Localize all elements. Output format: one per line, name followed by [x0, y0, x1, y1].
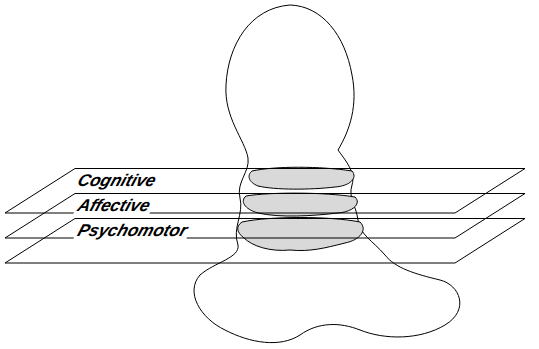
cognitive-section	[249, 167, 354, 189]
psychomotor-section	[238, 218, 363, 251]
blob-outline	[194, 5, 460, 343]
plane-edge	[5, 219, 525, 264]
plane-label: Psychomotor	[73, 222, 191, 240]
plane-label: Affective	[73, 197, 154, 215]
plane-label: Cognitive	[73, 172, 160, 190]
domain-plane: Psychomotor	[0, 218, 530, 263]
